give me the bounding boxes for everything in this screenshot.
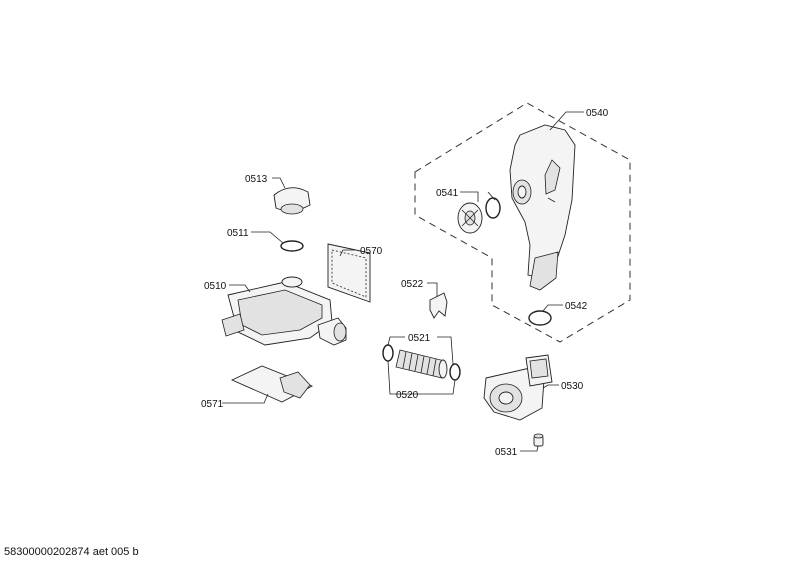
part-0521-ring-right[interactable] — [449, 363, 461, 381]
label-0542: 0542 — [565, 301, 588, 312]
label-0521: 0521 — [408, 333, 431, 344]
part-0510-sump[interactable] — [221, 276, 347, 346]
label-0541: 0541 — [436, 188, 459, 199]
part-0530-pump[interactable] — [483, 354, 553, 421]
label-0530: 0530 — [561, 381, 584, 392]
part-0540-duct[interactable] — [509, 124, 576, 291]
part-0541-wheel[interactable] — [457, 197, 501, 234]
label-0511: 0511 — [227, 228, 249, 239]
part-0531-plug[interactable] — [533, 433, 544, 447]
part-0520-hose[interactable] — [395, 349, 448, 379]
label-0520: 0520 — [396, 390, 419, 401]
document-id: 58300000202874 aet 005 b — [4, 546, 139, 558]
leader-lines — [222, 111, 584, 452]
assembly-group-boundary — [414, 102, 631, 343]
label-0570: 0570 — [360, 246, 383, 257]
label-0540: 0540 — [586, 108, 609, 119]
callout-labels: 0540 0541 0542 0513 0511 0570 0510 0522 … — [201, 108, 609, 458]
label-0513: 0513 — [245, 174, 268, 185]
label-0522: 0522 — [401, 279, 424, 290]
part-0521-ring-left[interactable] — [382, 344, 394, 362]
label-0510: 0510 — [204, 281, 227, 292]
part-0511-ring[interactable] — [280, 240, 304, 252]
label-0531: 0531 — [495, 447, 518, 458]
part-0542-seal-ring[interactable] — [528, 310, 552, 326]
part-0513-cap[interactable] — [273, 187, 311, 215]
label-0571: 0571 — [201, 399, 224, 410]
part-0571-mat[interactable] — [230, 365, 314, 403]
part-0522-clip[interactable] — [429, 292, 448, 319]
